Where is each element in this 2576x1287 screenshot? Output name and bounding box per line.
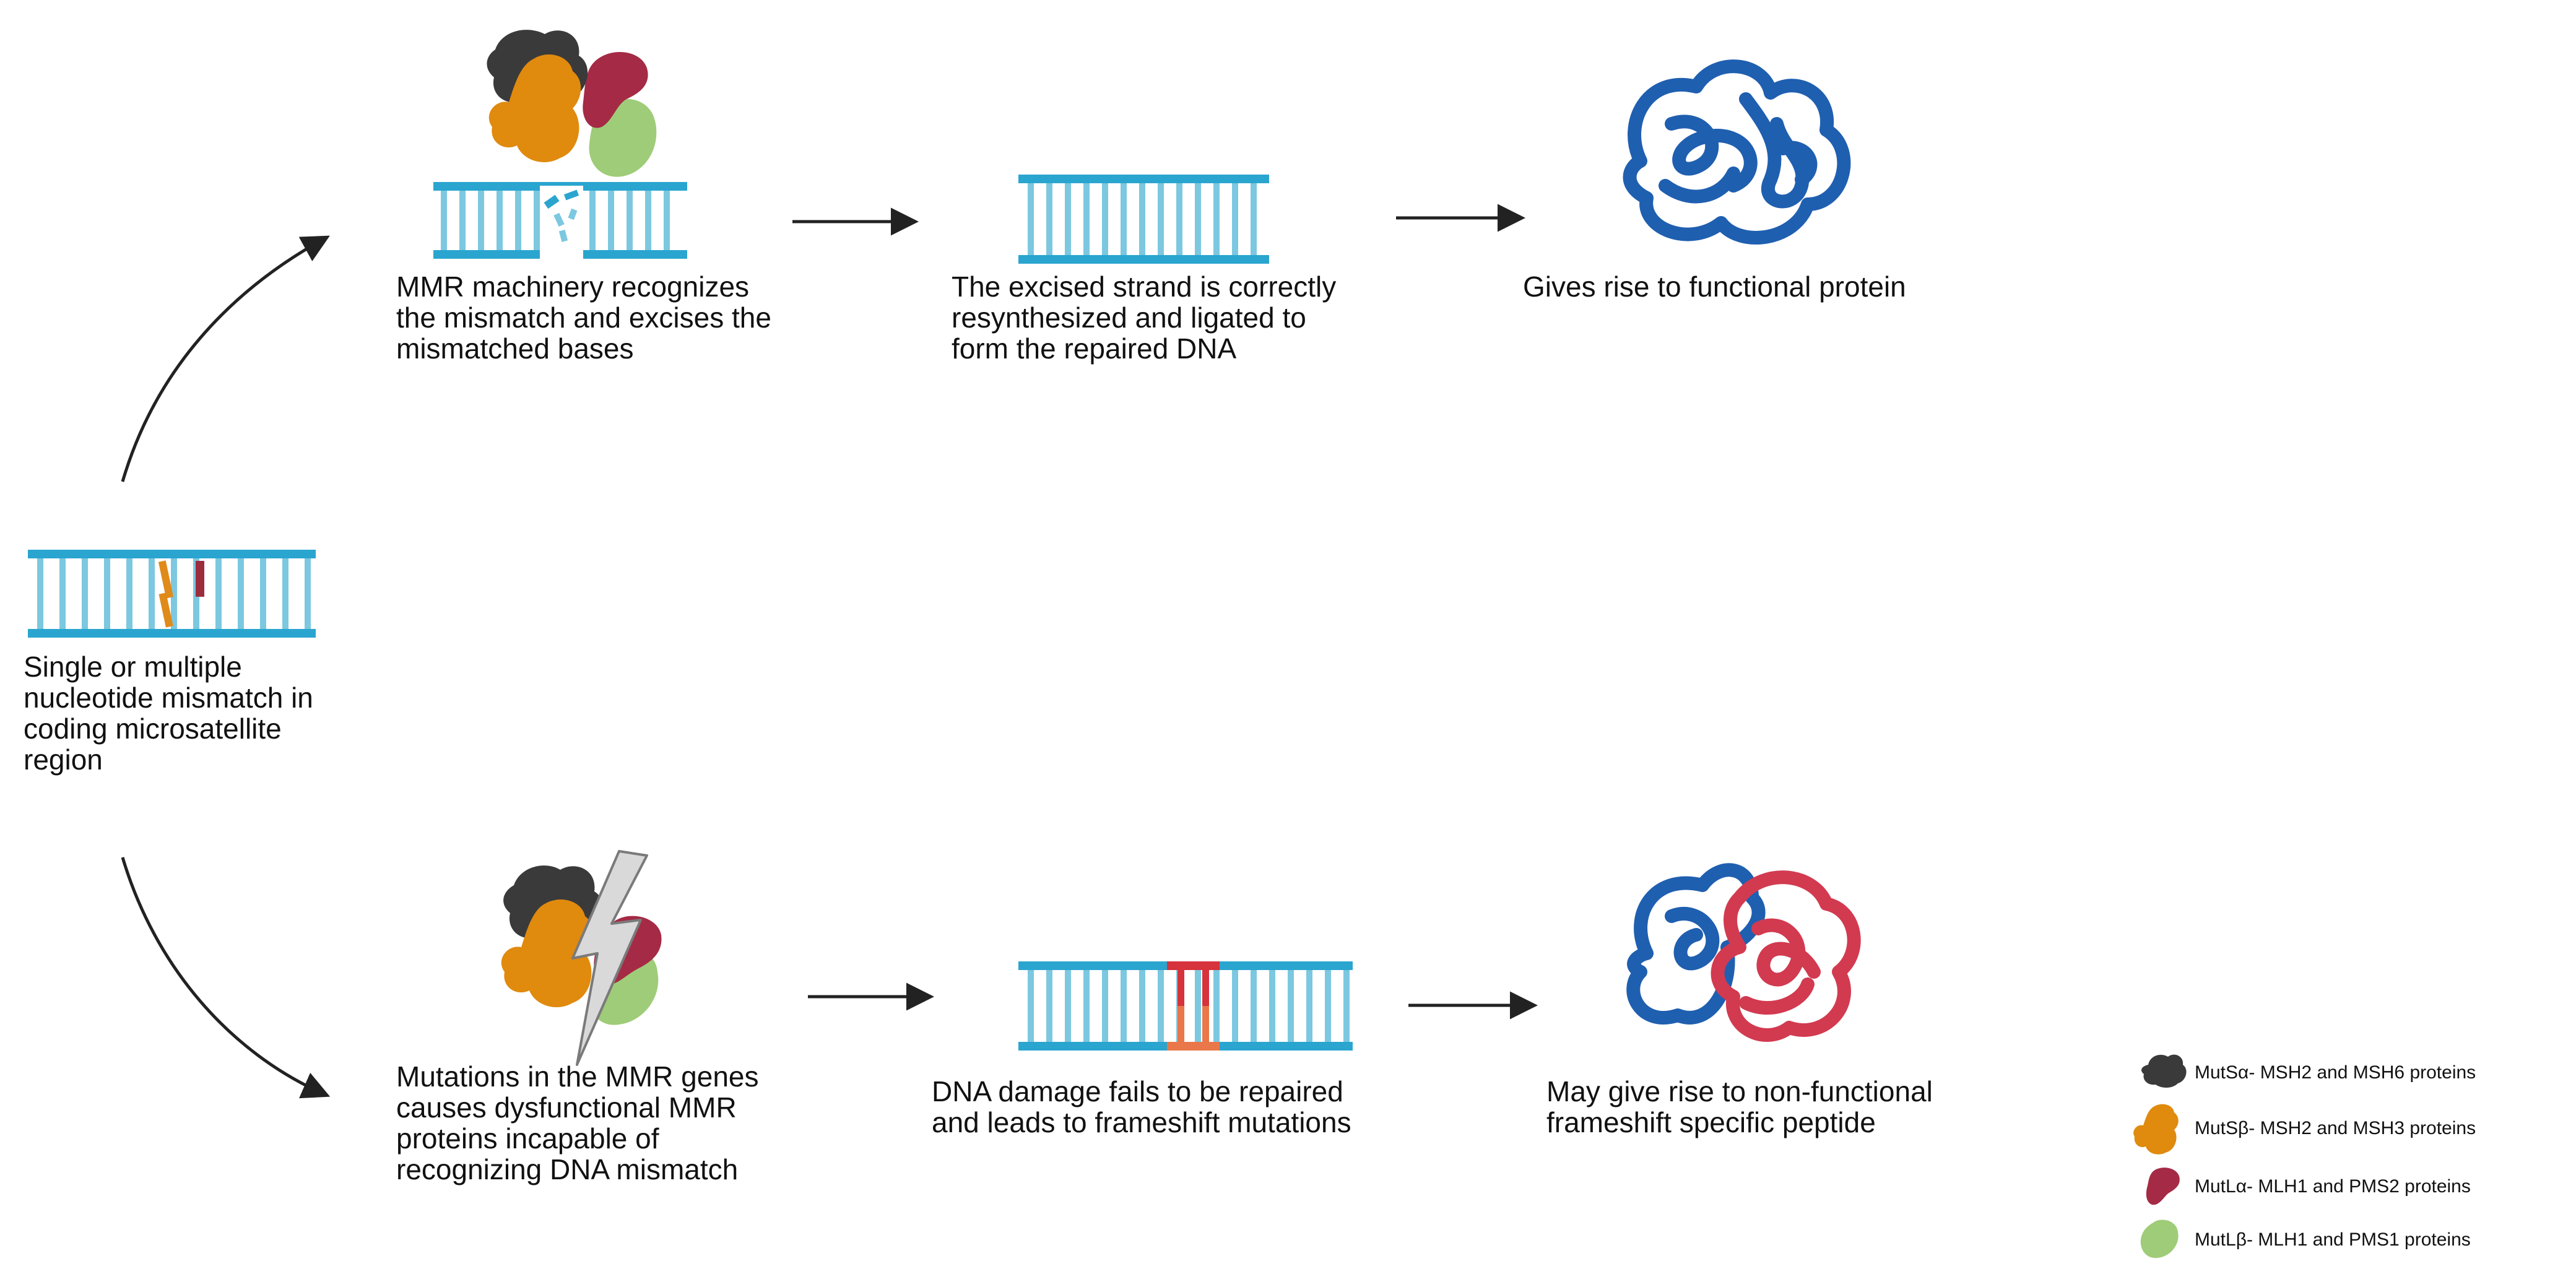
dna-rung [1046, 970, 1052, 1042]
dna-rung [497, 191, 503, 250]
dna-rung [1232, 183, 1238, 255]
dna-rung [1102, 183, 1108, 255]
bottom-mmr-complex [501, 850, 662, 1066]
dna-rung [59, 558, 66, 629]
dna-rung [1306, 970, 1312, 1042]
dna-rung [1121, 183, 1127, 255]
dna-rung [1065, 970, 1071, 1042]
start-label: Single or multiple nucleotide mismatch i… [24, 651, 313, 776]
frameshift-top [1167, 961, 1220, 970]
dna-rung [534, 191, 540, 250]
start-dna-mismatch [28, 550, 316, 638]
legend-label-mutl-alpha: MutLα- MLH1 and PMS2 proteins [2195, 1176, 2471, 1197]
dna-rung [515, 191, 521, 250]
dna-rung [1195, 970, 1201, 1042]
top-step3-label: Gives rise to functional protein [1523, 271, 1906, 303]
top-step2-dna [1018, 175, 1269, 264]
muts-beta-blob [501, 899, 594, 1008]
dna-rung [627, 191, 633, 250]
legend-label-muts-alpha: MutSα- MSH2 and MSH6 proteins [2195, 1062, 2476, 1083]
dna-rung [1102, 970, 1108, 1042]
dna-rung [305, 558, 311, 629]
dna-rung [1213, 970, 1220, 1042]
dna-rung [1251, 183, 1257, 255]
dna-rung [1269, 970, 1275, 1042]
dna-rung [589, 191, 596, 250]
dna-rung [1139, 970, 1145, 1042]
dna-rung [1288, 970, 1294, 1042]
dna-rung [282, 558, 288, 629]
dna-rung [37, 558, 43, 629]
dna-rung [149, 558, 155, 629]
mismatch-base-red [196, 561, 204, 597]
bottom-step3-label: May give rise to non-functional frameshi… [1546, 1075, 1933, 1138]
dna-rung [1158, 183, 1164, 255]
dna-rung [215, 558, 222, 629]
dna-rung [1232, 970, 1238, 1042]
dna-rung [478, 191, 484, 250]
legend-label-muts-beta: MutSβ- MSH2 and MSH3 proteins [2195, 1118, 2476, 1138]
mismatch-base-orange [158, 560, 174, 599]
bottom-step2-label: DNA damage fails to be repaired and lead… [932, 1075, 1351, 1138]
dna-rung [82, 558, 88, 629]
dna-rung [664, 191, 670, 250]
dna-rung [441, 191, 447, 250]
dna-rung [126, 558, 132, 629]
branch-arrow-up [121, 235, 330, 482]
dna-rung [1121, 970, 1127, 1042]
mutl-alpha-icon [2146, 1168, 2180, 1205]
lightning-icon [571, 850, 648, 1066]
branch-arrow-down [121, 857, 331, 1099]
dna-rung [104, 558, 110, 629]
legend-label-mutl-beta: MutLβ- MLH1 and PMS1 proteins [2195, 1229, 2471, 1250]
muts-alpha-icon [2141, 1054, 2187, 1088]
functional-protein [1623, 59, 1851, 245]
top-step1-dna [433, 182, 687, 259]
dna-rung [260, 558, 266, 629]
dna-rung [1083, 970, 1090, 1042]
nonfunctional-protein [1626, 863, 1861, 1042]
dna-rung [238, 558, 244, 629]
dna-rung [1251, 970, 1257, 1042]
dna-rung [1065, 183, 1071, 255]
top-step2-label: The excised strand is correctly resynthe… [952, 271, 1337, 365]
dna-rung [1028, 970, 1034, 1042]
dna-rung [1195, 183, 1201, 255]
muts-beta-icon [2133, 1104, 2179, 1155]
dna-rung [1343, 970, 1350, 1042]
dna-rung [608, 191, 614, 250]
bottom-step1-label: Mutations in the MMR genes causes dysfun… [396, 1060, 759, 1185]
bottom-step2-dna [1018, 961, 1353, 1051]
dna-rung [1028, 183, 1034, 255]
mutl-alpha-blob [583, 51, 648, 128]
dna-rung [1325, 970, 1331, 1042]
dna-rung [1139, 183, 1145, 255]
dna-rung [171, 558, 177, 629]
top-step1-label: MMR machinery recognizes the mismatch an… [396, 271, 771, 365]
dna-rung [1158, 970, 1164, 1042]
dna-rung [1046, 183, 1052, 255]
muts-beta-blob [488, 54, 581, 163]
dna-rung [1083, 183, 1090, 255]
dna-rung [459, 191, 466, 250]
dna-rung [1213, 183, 1220, 255]
mismatch-base-orange [158, 592, 173, 628]
mutl-beta-icon [2140, 1220, 2179, 1259]
legend-icons [2133, 1054, 2187, 1259]
dna-rung [1176, 183, 1182, 255]
frameshift-bottom [1167, 1042, 1220, 1051]
dna-rung [645, 191, 651, 250]
top-mmr-complex [487, 30, 657, 177]
